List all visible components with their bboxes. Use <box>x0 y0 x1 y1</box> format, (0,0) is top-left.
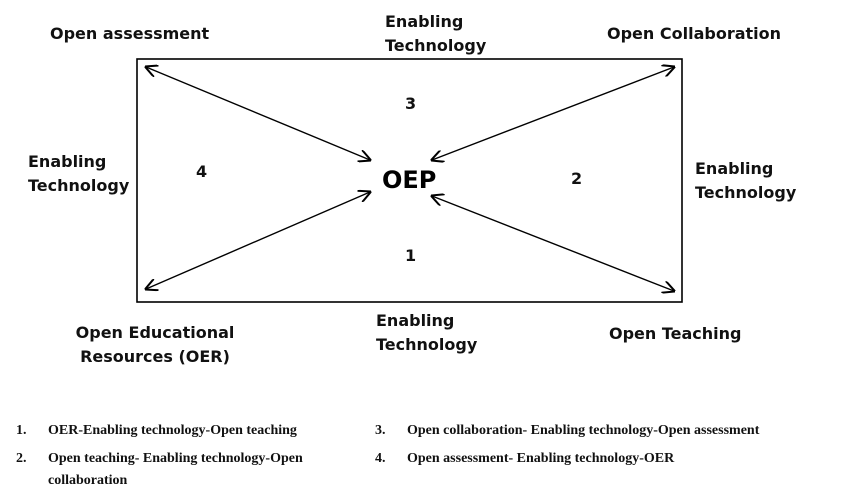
label-open-collaboration: Open Collaboration <box>607 24 782 43</box>
region-number-1: 1 <box>405 246 417 265</box>
arrow-oep-open-assessment <box>146 67 370 160</box>
legend-item-2-text-continued: collaboration <box>48 473 128 488</box>
legend-item-3: 3. Open collaboration- Enabling technolog… <box>375 420 759 442</box>
legend-item-4-text: Open assessment- Enabling technology-OER <box>407 451 675 466</box>
label-oer: Open Educational Resources (OER) <box>60 321 250 369</box>
label-enabling-technology-bottom: Enabling Technology <box>376 309 477 357</box>
region-number-4: 4 <box>196 162 208 181</box>
label-enabling-technology-top: Enabling Technology <box>385 10 486 58</box>
legend-item-4-number: 4. <box>375 451 386 466</box>
label-enabling-left-line1: Enabling <box>28 152 107 171</box>
legend-item-1-number: 1. <box>16 423 27 438</box>
legend-item-2-text: Open teaching- Enabling technology-Open <box>48 451 303 466</box>
label-enabling-right-line2: Technology <box>695 183 797 202</box>
center-label-oep: OEP <box>382 166 437 194</box>
label-enabling-bottom-line2: Technology <box>376 335 478 354</box>
label-oer-line2: Resources (OER) <box>80 347 230 366</box>
arrow-oep-oer <box>146 192 370 289</box>
label-open-teaching: Open Teaching <box>609 324 742 343</box>
label-enabling-left-line2: Technology <box>28 176 130 195</box>
arrow-oep-open-teaching <box>432 196 674 291</box>
label-enabling-bottom-line1: Enabling <box>376 311 455 330</box>
label-enabling-technology-left: Enabling Technology <box>28 150 129 198</box>
legend-item-1-text: OER-Enabling technology-Open teaching <box>48 423 297 438</box>
label-enabling-right-line1: Enabling <box>695 159 774 178</box>
arrow-oep-open-collaboration <box>432 67 674 160</box>
label-oer-line1: Open Educational <box>75 323 235 342</box>
label-enabling-top-line2: Technology <box>385 36 487 55</box>
legend-item-2-number: 2. <box>16 451 27 466</box>
diagram-frame <box>136 58 683 303</box>
region-number-3: 3 <box>405 94 417 113</box>
region-number-2: 2 <box>571 169 583 188</box>
label-enabling-top-line1: Enabling <box>385 12 464 31</box>
legend-item-3-number: 3. <box>375 423 386 438</box>
legend-item-1: 1. OER-Enabling technology-Open teaching <box>16 420 297 442</box>
legend-item-4: 4. Open assessment- Enabling technology-O… <box>375 448 674 470</box>
legend-item-3-text: Open collaboration- Enabling technology-… <box>407 423 760 438</box>
legend-item-2: 2. Open teaching- Enabling technology-Ope… <box>16 448 366 492</box>
label-enabling-technology-right: Enabling Technology <box>695 157 796 205</box>
label-open-assessment: Open assessment <box>50 24 210 43</box>
